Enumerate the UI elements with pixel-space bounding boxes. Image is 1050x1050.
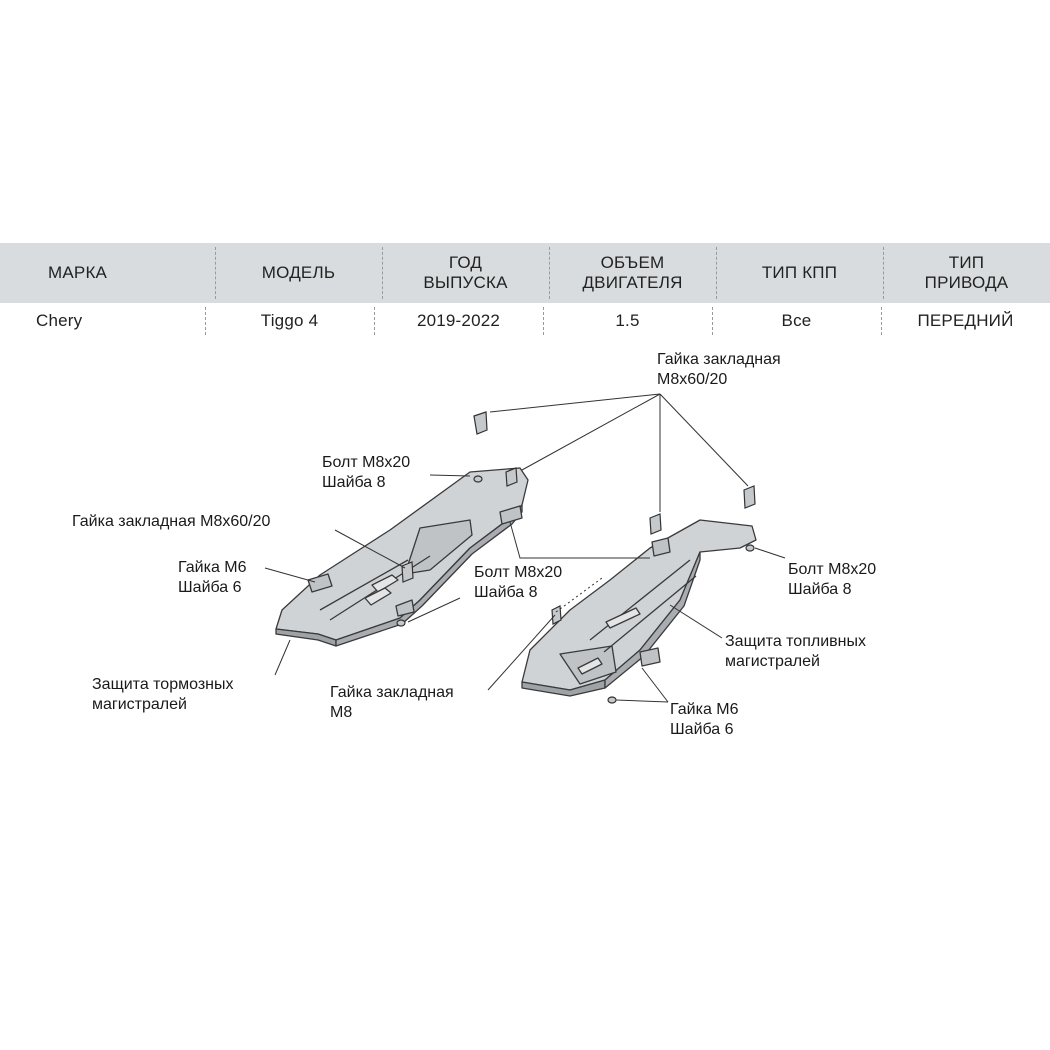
cell-gearbox: Все xyxy=(712,303,881,339)
brake-lines-guard xyxy=(275,467,529,647)
header-drive: ТИП ПРИВОДА xyxy=(883,243,1050,303)
fasteners xyxy=(396,411,756,704)
cell-year: 2019-2022 xyxy=(374,303,543,339)
cell-drive: ПЕРЕДНИЙ xyxy=(881,303,1050,339)
label-brake-lines-guard: Защита тормозных магистралей xyxy=(92,676,234,713)
spec-table: МАРКА МОДЕЛЬ ГОД ВЫПУСКА ОБЪЕМ ДВИГАТЕЛЯ… xyxy=(0,243,1050,339)
header-make: МАРКА xyxy=(48,263,108,282)
label-embedded-nut-left: Гайка закладная М8х60/20 xyxy=(72,513,271,530)
header-gearbox: ТИП КПП xyxy=(716,243,883,303)
label-bolt-center: Болт М8х20 Шайба 8 xyxy=(474,564,563,601)
label-embedded-nut-m8: Гайка закладная М8 xyxy=(330,684,454,721)
label-nut-m6-left: Гайка М6 Шайба 6 xyxy=(178,559,247,596)
cell-model: Tiggo 4 xyxy=(205,303,374,339)
label-bolt-right: Болт М8х20 Шайба 8 xyxy=(788,561,877,598)
header-model: МОДЕЛЬ xyxy=(215,243,382,303)
label-embedded-nut-top: Гайка закладная M8x60/20 xyxy=(657,351,781,388)
spec-table-row: Chery Tiggo 4 2019-2022 1.5 Все ПЕРЕДНИЙ xyxy=(0,303,1050,339)
cell-make: Chery xyxy=(36,311,83,330)
label-bolt-left: Болт М8х20 Шайба 8 xyxy=(322,454,411,491)
header-engine: ОБЪЕМ ДВИГАТЕЛЯ xyxy=(549,243,716,303)
header-year: ГОД ВЫПУСКА xyxy=(382,243,549,303)
label-fuel-lines-guard: Защита топливных магистралей xyxy=(725,633,866,670)
cell-engine: 1.5 xyxy=(543,303,712,339)
fuel-lines-guard xyxy=(521,519,757,697)
leader-lines xyxy=(264,393,786,703)
spec-table-header: МАРКА МОДЕЛЬ ГОД ВЫПУСКА ОБЪЕМ ДВИГАТЕЛЯ… xyxy=(0,243,1050,303)
label-nut-m6-right: Гайка М6 Шайба 6 xyxy=(670,701,739,738)
